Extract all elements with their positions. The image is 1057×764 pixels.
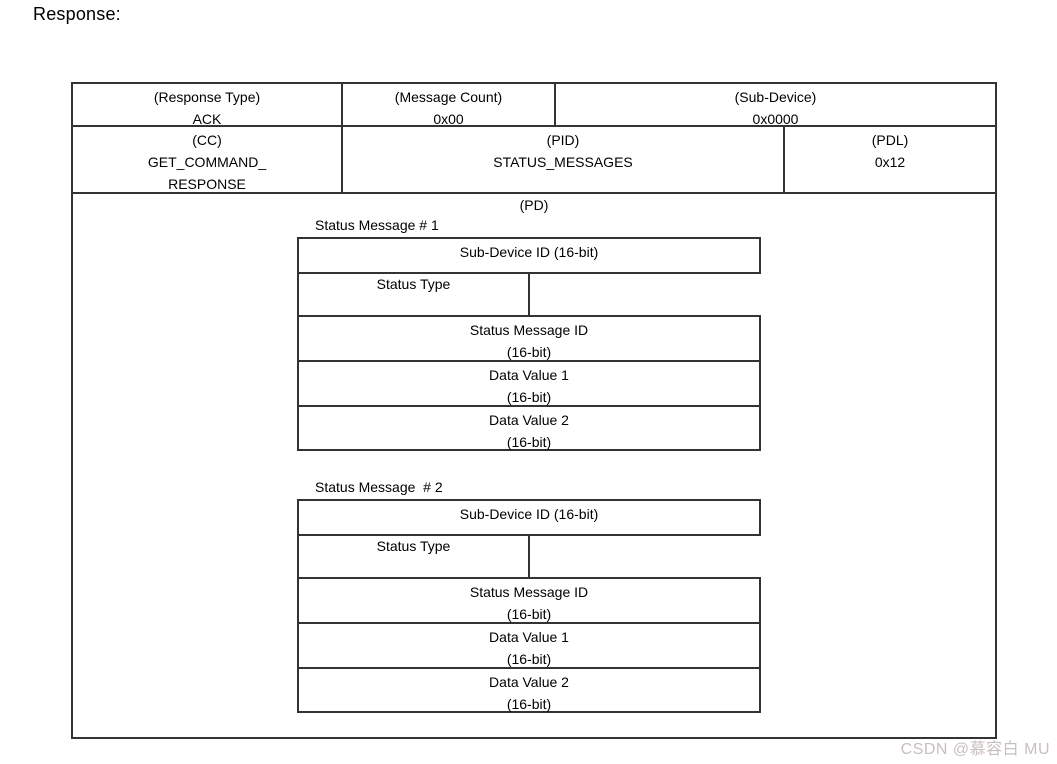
page-title: Response: — [33, 4, 121, 24]
field-sub-device-id: Sub-Device ID (16-bit) — [297, 237, 761, 274]
status-message-1-title: Status Message # 1 — [315, 217, 439, 233]
cell-cc: (CC) GET_COMMAND_ RESPONSE — [71, 125, 343, 194]
cell-message-count-value: 0x00 — [433, 111, 464, 127]
cell-cc-value-line2: RESPONSE — [168, 176, 246, 192]
cell-pid-label: (PID) — [546, 132, 580, 148]
field-data-value-1-bits: (16-bit) — [506, 651, 552, 667]
cell-pdl-label: (PDL) — [871, 132, 909, 148]
field-status-message-id: Status Message ID (16-bit) — [297, 315, 761, 362]
packet-header-row-1: (Response Type) ACK (Message Count) 0x00… — [71, 82, 997, 127]
field-data-value-2-text: Data Value 2 — [489, 674, 569, 690]
field-sub-device-id-text: Sub-Device ID (16-bit) — [459, 506, 599, 522]
cell-cc-value-line1: GET_COMMAND_ — [147, 154, 267, 170]
field-data-value-1-bits: (16-bit) — [506, 389, 552, 405]
cell-pid: (PID) STATUS_MESSAGES — [341, 125, 785, 194]
field-status-message-id-text: Status Message ID — [469, 322, 589, 338]
field-status-message-id-bits: (16-bit) — [506, 606, 552, 622]
field-status-type-text: Status Type — [376, 538, 451, 554]
field-data-value-1-text: Data Value 1 — [489, 367, 569, 383]
field-data-value-2-bits: (16-bit) — [506, 434, 552, 450]
cell-sub-device-value: 0x0000 — [752, 111, 799, 127]
cell-pdl-value: 0x12 — [874, 154, 906, 170]
cell-pid-value: STATUS_MESSAGES — [493, 154, 633, 170]
cell-response-type: (Response Type) ACK — [71, 82, 343, 127]
field-data-value-1-text: Data Value 1 — [489, 629, 569, 645]
cell-cc-label: (CC) — [192, 132, 222, 148]
status-message-2-block: Status Message # 2 Sub-Device ID (16-bit… — [297, 477, 761, 713]
field-sub-device-id-text: Sub-Device ID (16-bit) — [459, 244, 599, 260]
cell-message-count-label: (Message Count) — [394, 89, 503, 105]
field-data-value-2-bits: (16-bit) — [506, 696, 552, 712]
field-status-message-id: Status Message ID (16-bit) — [297, 577, 761, 624]
cell-sub-device: (Sub-Device) 0x0000 — [554, 82, 997, 127]
field-data-value-1: Data Value 1 (16-bit) — [297, 622, 761, 669]
field-status-type-text: Status Type — [376, 276, 451, 292]
cell-pdl: (PDL) 0x12 — [783, 125, 997, 194]
field-data-value-2: Data Value 2 (16-bit) — [297, 405, 761, 451]
field-data-value-2: Data Value 2 (16-bit) — [297, 667, 761, 713]
field-status-type: Status Type — [299, 534, 530, 579]
status-message-2-title: Status Message # 2 — [315, 479, 443, 495]
status-message-1-block: Status Message # 1 Sub-Device ID (16-bit… — [297, 215, 761, 451]
field-data-value-2-text: Data Value 2 — [489, 412, 569, 428]
field-status-type-row: Status Type — [297, 534, 761, 579]
watermark: CSDN @慕容白 MU — [900, 741, 1050, 758]
response-packet-table: (Response Type) ACK (Message Count) 0x00… — [71, 82, 997, 739]
field-data-value-1: Data Value 1 (16-bit) — [297, 360, 761, 407]
cell-message-count: (Message Count) 0x00 — [341, 82, 556, 127]
cell-sub-device-label: (Sub-Device) — [734, 89, 817, 105]
cell-response-type-label: (Response Type) — [153, 89, 261, 105]
pd-box: (PD) Status Message # 1 Sub-Device ID (1… — [71, 192, 997, 739]
pd-label: (PD) — [519, 197, 549, 213]
field-status-type: Status Type — [299, 272, 530, 317]
field-status-message-id-text: Status Message ID — [469, 584, 589, 600]
cell-response-type-value: ACK — [192, 111, 222, 127]
field-status-message-id-bits: (16-bit) — [506, 344, 552, 360]
field-status-type-row: Status Type — [297, 272, 761, 317]
packet-header-row-2: (CC) GET_COMMAND_ RESPONSE (PID) STATUS_… — [71, 125, 997, 194]
field-sub-device-id: Sub-Device ID (16-bit) — [297, 499, 761, 536]
